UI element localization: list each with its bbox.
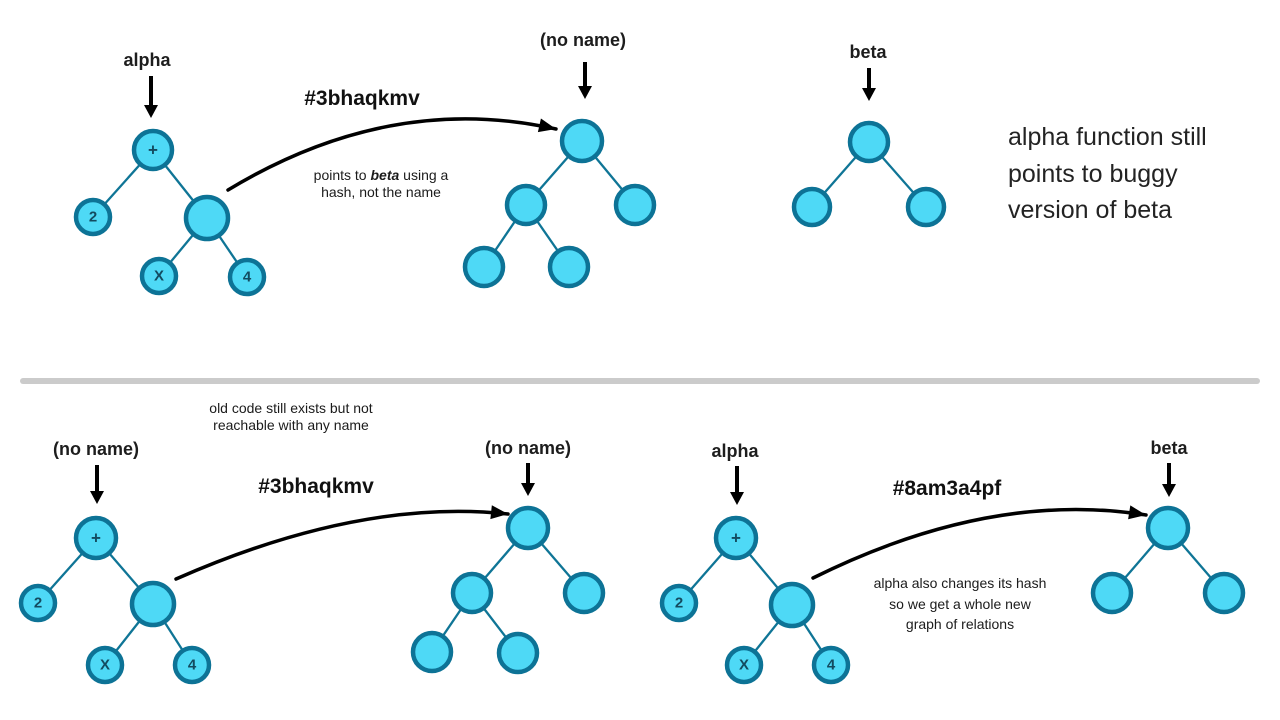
hash-link: #3bhaqkmv: [174, 475, 510, 581]
tree-node: [73, 515, 119, 561]
node-label: 2: [34, 595, 42, 612]
beta-emphasis: beta: [370, 167, 400, 183]
tree-node: [1145, 505, 1191, 551]
tree-node: [1090, 571, 1134, 615]
tree-node: [504, 183, 548, 227]
tree-label: (no name): [540, 30, 626, 50]
tree-node: [905, 186, 947, 228]
tree-node: [183, 194, 231, 242]
node-label: X: [154, 268, 164, 285]
tree-node: [85, 645, 125, 685]
tree-node: [1202, 571, 1246, 615]
old-code-line2: reachable with any name: [213, 417, 369, 433]
tree-alpha-v2: alpha +2X 4: [659, 441, 851, 685]
hash-note-line2: hash, not the name: [321, 184, 441, 200]
tree-node: [791, 186, 833, 228]
tree-node: [18, 583, 58, 623]
down-arrow-head: [862, 88, 876, 101]
tree-node: [768, 581, 816, 629]
down-arrow-head: [144, 105, 158, 118]
node-label: X: [739, 657, 749, 674]
down-arrow-head: [1162, 484, 1176, 497]
tree-beta-new-top: beta: [791, 42, 947, 228]
hash-label: #8am3a4pf: [893, 477, 1003, 500]
tree-alpha-old-noname: (no name) +2X 4: [18, 439, 212, 685]
hash-link: #3bhaqkmv: [226, 87, 558, 192]
hash-arrow-curve: [174, 509, 510, 581]
buggy-line3: version of beta: [1008, 196, 1172, 224]
node-label: +: [731, 529, 741, 548]
tree-node: [450, 571, 494, 615]
tree-node: [613, 183, 657, 227]
buggy-line1: alpha function still: [1008, 123, 1207, 151]
node-label: 4: [188, 657, 197, 674]
tree-node: [659, 583, 699, 623]
node-label: 4: [827, 657, 836, 674]
tree-label: (no name): [485, 438, 571, 458]
hash-label: #3bhaqkmv: [304, 87, 420, 110]
tree-node: [462, 245, 506, 289]
hash-label: #3bhaqkmv: [258, 475, 374, 498]
tree-label: alpha: [123, 50, 171, 70]
down-arrow-head: [90, 491, 104, 504]
node-label: 4: [243, 269, 252, 286]
tree-node: [847, 120, 891, 164]
tree-node: [713, 515, 759, 561]
old-code-note: old code still exists but not reachable …: [171, 400, 411, 434]
tree-label: beta: [849, 42, 887, 62]
tree-node: [562, 571, 606, 615]
tree-beta-old-noname-top: (no name): [462, 30, 657, 289]
hash-arrow-head: [1128, 505, 1146, 520]
tree-node: [172, 645, 212, 685]
tree-label: (no name): [53, 439, 139, 459]
hash-note-line1: points to beta using a: [313, 167, 449, 183]
tree-node: [139, 256, 179, 296]
down-arrow-head: [521, 483, 535, 496]
hash-arrow-head: [537, 118, 556, 133]
hash-explanation-note: points to beta using a hash, not the nam…: [261, 167, 501, 201]
alpha-hash-line3: graph of relations: [905, 616, 1015, 632]
tree-node: [547, 245, 591, 289]
alpha-hash-note: alpha also changes its hash so we get a …: [835, 573, 1085, 635]
alpha-hash-line2: so we get a whole new: [889, 595, 1031, 612]
buggy-line2: points to buggy: [1008, 159, 1178, 188]
hash-arrow-curve: [226, 117, 558, 192]
down-arrow-head: [730, 492, 744, 505]
tree-node: [73, 197, 113, 237]
node-label: 2: [89, 209, 97, 226]
tree-beta-new-bottom: beta: [1090, 438, 1246, 615]
tree-node: [724, 645, 764, 685]
tree-alpha-v1: alpha +2X 4: [73, 50, 267, 297]
hash-arrow-curve: [811, 507, 1148, 580]
hash-arrow-head: [490, 505, 508, 520]
tree-node: [131, 128, 175, 172]
down-arrow-head: [578, 86, 592, 99]
node-label: X: [100, 657, 110, 674]
node-label: +: [91, 529, 101, 548]
tree-node: [410, 630, 454, 674]
tree-label: beta: [1150, 438, 1188, 458]
section-divider: [20, 378, 1260, 384]
node-label: 2: [675, 595, 683, 612]
tree-node: [227, 257, 267, 297]
tree-node: [505, 505, 551, 551]
node-label: +: [148, 141, 158, 160]
tree-label: alpha: [711, 441, 759, 461]
tree-beta-old-noname-bottom: (no name): [410, 438, 606, 675]
old-code-line1: old code still exists but not: [209, 400, 373, 416]
tree-node: [559, 118, 605, 164]
alpha-hash-line1: alpha also changes its hash: [873, 575, 1047, 591]
tree-node: [129, 580, 177, 628]
hash-link: #8am3a4pf: [811, 477, 1148, 580]
buggy-version-note: alpha function still points to buggy ver…: [1008, 119, 1268, 229]
tree-node: [811, 645, 851, 685]
tree-node: [496, 631, 540, 675]
